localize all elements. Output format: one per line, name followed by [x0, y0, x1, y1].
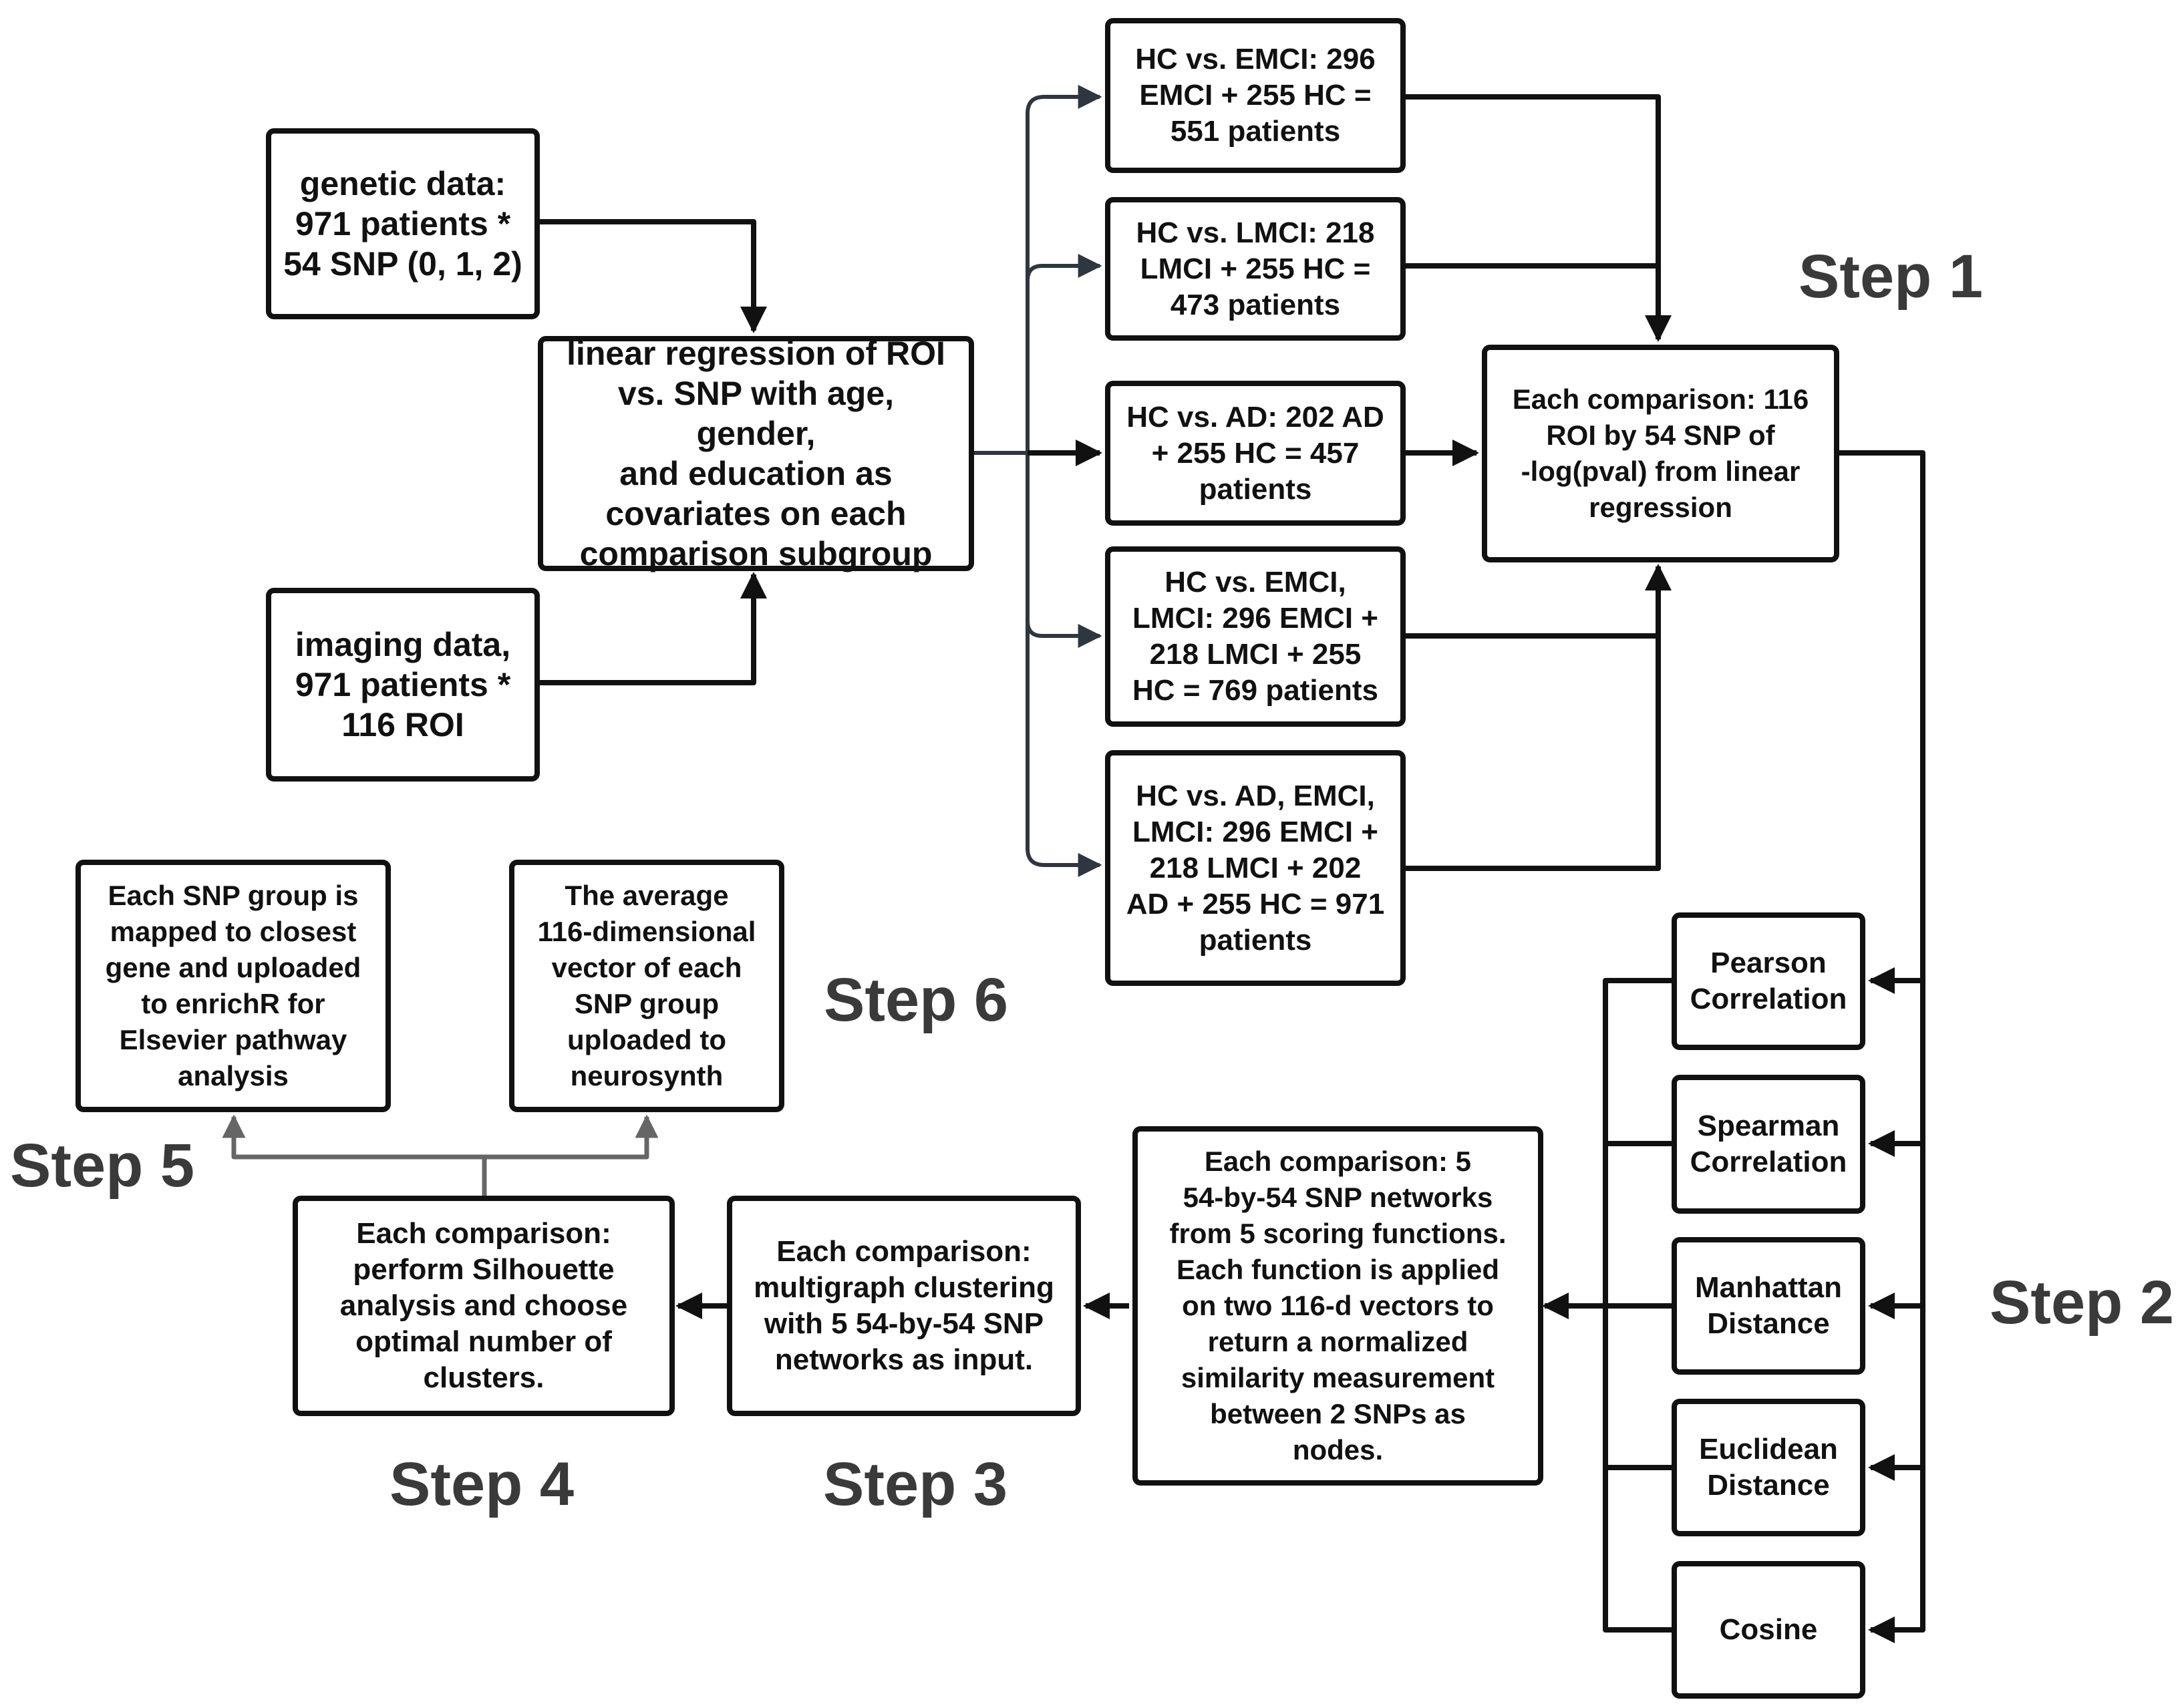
step-5-label: Step 5: [10, 1132, 195, 1200]
genetic-data-text: genetic data: 971 patients * 54 SNP (0, …: [283, 165, 522, 283]
cosine-box: Cosine: [1672, 1561, 1865, 1699]
regression-box: linear regression of ROI vs. SNP with ag…: [538, 335, 974, 572]
arrow-to-hc-lmci: [1026, 254, 1102, 281]
step-2-label: Step 2: [1990, 1268, 2175, 1337]
hc-ad-box: HC vs. AD: 202 AD + 255 HC = 457 patient…: [1105, 381, 1406, 526]
neurosynth-text: The average 116-dimensional vector of ea…: [537, 880, 756, 1091]
arrow-to-hc-emci-lmci: [1026, 621, 1102, 648]
line-hc-all-to-matrix: [1403, 636, 1661, 871]
enrichr-text: Each SNP group is mapped to closest gene…: [105, 880, 361, 1091]
enrichr-box: Each SNP group is mapped to closest gene…: [75, 860, 391, 1112]
step-3-label: Step 3: [823, 1450, 1008, 1518]
hc-ad-text: HC vs. AD: 202 AD + 255 HC = 457 patient…: [1126, 400, 1384, 506]
neurosynth-box: The average 116-dimensional vector of ea…: [509, 860, 784, 1112]
step-1-label: Step 1: [1799, 242, 1984, 311]
pearson-box: Pearson Correlation: [1672, 912, 1865, 1050]
imaging-data-box: imaging data, 971 patients * 116 ROI: [266, 588, 540, 782]
imaging-data-text: imaging data, 971 patients * 116 ROI: [295, 626, 511, 743]
pearson-text: Pearson Correlation: [1690, 947, 1847, 1015]
cosine-text: Cosine: [1719, 1613, 1818, 1646]
arrow-hc-emci-lmci-to-matrix: [1403, 564, 1672, 639]
matrix-right-spine: [1837, 450, 1925, 1643]
regression-text: linear regression of ROI vs. SNP with ag…: [567, 335, 945, 572]
step-4-label: Step 4: [389, 1450, 575, 1518]
silhouette-text: Each comparison: perform Silhouette anal…: [339, 1217, 628, 1394]
hc-emci-lmci-text: HC vs. EMCI, LMCI: 296 EMCI + 218 LMCI +…: [1132, 566, 1379, 707]
euclidean-text: Euclidean Distance: [1699, 1433, 1838, 1502]
manhattan-text: Manhattan Distance: [1695, 1271, 1842, 1340]
arrow-to-enrichr: [222, 1114, 484, 1160]
arrow-to-neurosynth: [484, 1114, 659, 1160]
genetic-data-box: genetic data: 971 patients * 54 SNP (0, …: [266, 128, 540, 319]
silhouette-box: Each comparison: perform Silhouette anal…: [293, 1196, 675, 1416]
manhattan-box: Manhattan Distance: [1672, 1237, 1865, 1375]
arrow-hc-emci-to-matrix: [1403, 94, 1672, 342]
arrow-imaging-to-regression: [538, 572, 767, 685]
hc-emci-lmci-box: HC vs. EMCI, LMCI: 296 EMCI + 218 LMCI +…: [1105, 546, 1406, 727]
hc-lmci-text: HC vs. LMCI: 218 LMCI + 255 HC = 473 pat…: [1136, 216, 1375, 321]
arrow-genetic-to-regression: [538, 219, 767, 333]
fanout-spine: [1026, 95, 1045, 867]
comparison-matrix-box: Each comparison: 116 ROI by 54 SNP of -l…: [1482, 345, 1839, 562]
hc-all-text: HC vs. AD, EMCI, LMCI: 296 EMCI + 218 LM…: [1126, 779, 1385, 957]
hc-all-box: HC vs. AD, EMCI, LMCI: 296 EMCI + 218 LM…: [1105, 750, 1406, 986]
step-6-label: Step 6: [824, 966, 1009, 1034]
networks-text: Each comparison: 5 54-by-54 SNP networks…: [1169, 1146, 1507, 1466]
spearman-box: Spearman Correlation: [1672, 1075, 1865, 1214]
hc-emci-text: HC vs. EMCI: 296 EMCI + 255 HC = 551 pat…: [1135, 43, 1376, 148]
clustering-text: Each comparison: multigraph clustering w…: [754, 1235, 1054, 1376]
euclidean-box: Euclidean Distance: [1672, 1399, 1865, 1536]
hc-lmci-box: HC vs. LMCI: 218 LMCI + 255 HC = 473 pat…: [1105, 197, 1406, 341]
spearman-text: Spearman Correlation: [1690, 1109, 1847, 1178]
clustering-box: Each comparison: multigraph clustering w…: [727, 1196, 1081, 1416]
networks-box: Each comparison: 5 54-by-54 SNP networks…: [1132, 1126, 1543, 1486]
comparison-matrix-text: Each comparison: 116 ROI by 54 SNP of -l…: [1512, 383, 1809, 523]
hc-emci-box: HC vs. EMCI: 296 EMCI + 255 HC = 551 pat…: [1105, 18, 1406, 173]
